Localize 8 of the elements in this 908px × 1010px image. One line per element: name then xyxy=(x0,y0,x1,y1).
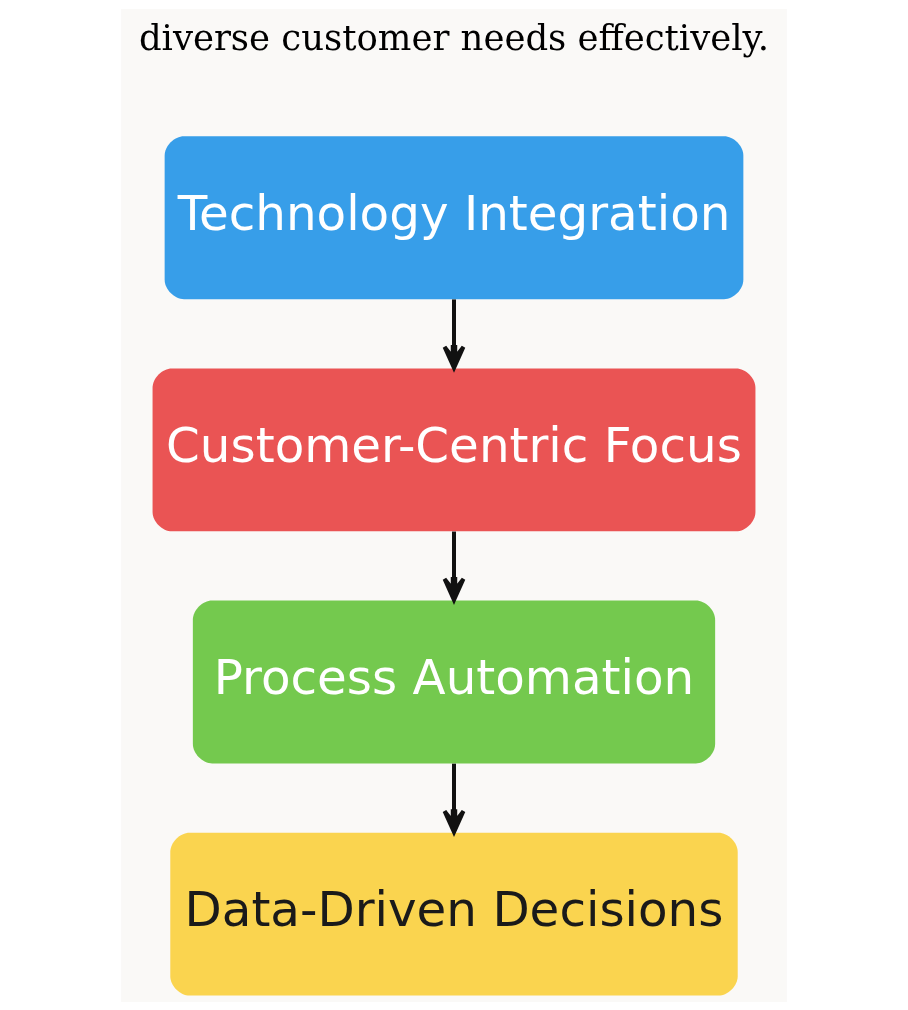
arrow xyxy=(442,298,466,370)
arrow xyxy=(442,531,466,602)
node-box: Technology Integration xyxy=(164,135,744,299)
arrow xyxy=(442,763,466,834)
node-box: Process Automation xyxy=(192,600,716,763)
node-box: Data-Driven Decisions xyxy=(170,832,738,996)
node-box: Customer-Centric Focus xyxy=(152,368,756,531)
label: diverse customer needs effectively. xyxy=(138,16,770,58)
